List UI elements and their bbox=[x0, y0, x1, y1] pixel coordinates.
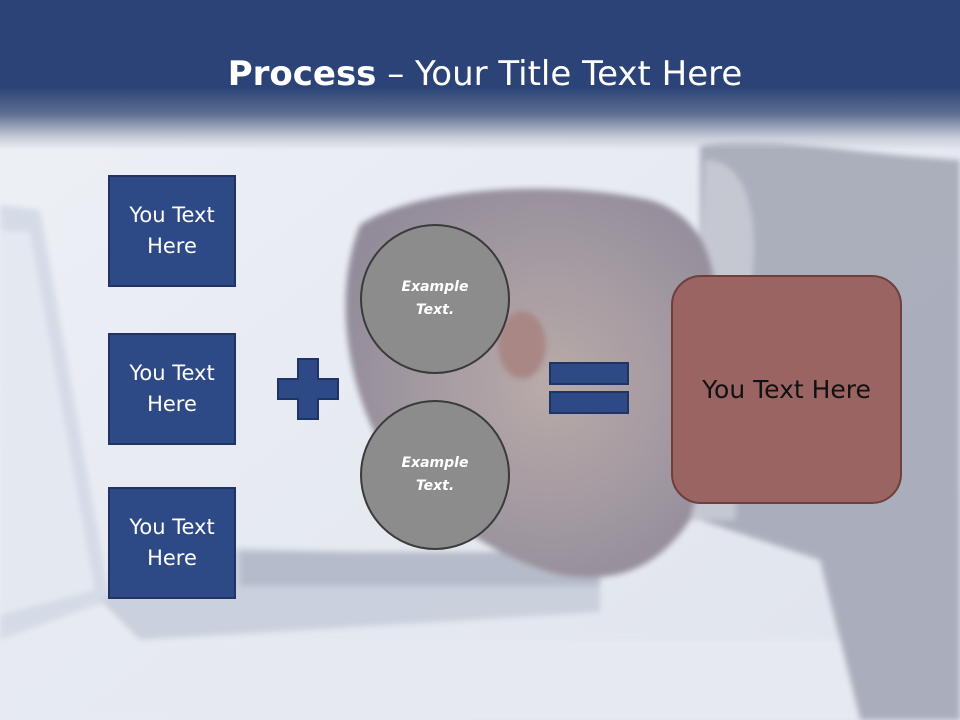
equals-icon bbox=[549, 362, 629, 414]
text-box-2[interactable]: You Text Here bbox=[108, 333, 236, 445]
circle-label: Example Text. bbox=[401, 279, 469, 318]
text-box-label: You Text Here bbox=[129, 361, 215, 416]
title-bar bbox=[0, 0, 960, 150]
slide-title: Process – Your Title Text Here bbox=[0, 52, 960, 96]
text-box-label: You Text Here bbox=[129, 203, 215, 258]
circle-label: Example Text. bbox=[401, 455, 469, 494]
title-rest: – Your Title Text Here bbox=[376, 54, 743, 94]
plus-icon bbox=[277, 358, 339, 420]
example-circle-1[interactable]: Example Text. bbox=[360, 224, 510, 374]
text-box-1[interactable]: You Text Here bbox=[108, 175, 236, 287]
example-circle-2[interactable]: Example Text. bbox=[360, 400, 510, 550]
text-box-label: You Text Here bbox=[129, 515, 215, 570]
result-box[interactable]: You Text Here bbox=[671, 275, 902, 504]
result-label: You Text Here bbox=[702, 374, 871, 404]
title-bold: Process bbox=[227, 54, 377, 94]
text-box-3[interactable]: You Text Here bbox=[108, 487, 236, 599]
